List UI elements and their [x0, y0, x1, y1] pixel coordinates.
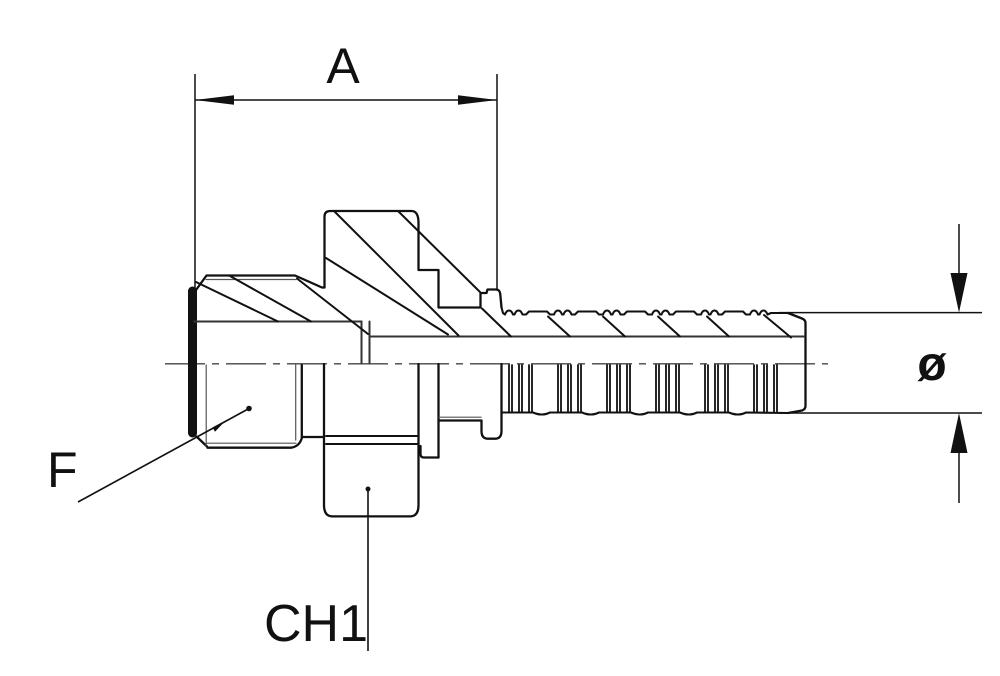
- arrow-left: [195, 95, 234, 105]
- hex-section-hatch: [325, 210, 481, 337]
- thread-top-outline: [194, 274, 326, 292]
- ch1-label: CH1: [264, 595, 368, 653]
- hex-bottom-outline: [322, 362, 420, 518]
- dim-a-label: A: [326, 38, 360, 94]
- dimension-a: [194, 74, 498, 289]
- tube-end-face: [786, 311, 807, 415]
- washer-bottom-outline: [419, 444, 440, 459]
- thread-bottom-outline: [206, 436, 303, 449]
- barb-section-hatch: [481, 307, 792, 339]
- barb-grooves: [508, 364, 778, 413]
- dimension-diameter: [779, 224, 982, 503]
- thread-bottom-chamfer: [195, 435, 209, 448]
- f-leader: [77, 405, 252, 503]
- ch1-leader: [365, 486, 371, 651]
- hose-tail-top-profile: [500, 306, 790, 316]
- hose-tail-bottom-profile: [500, 411, 790, 416]
- collar-bottom-outline: [480, 362, 503, 440]
- arrow-right: [458, 95, 497, 105]
- f-label: F: [47, 442, 78, 498]
- f-leader-arrow: [212, 420, 226, 432]
- arrow-up: [950, 413, 968, 453]
- hex-top-outline: [323, 209, 503, 309]
- thread-section-hatch: [195, 275, 369, 335]
- f-leader-dot: [246, 405, 252, 412]
- diameter-label: ø: [917, 338, 947, 391]
- fitting-upper-section: [188, 209, 807, 438]
- arrow-down: [950, 273, 968, 313]
- ch1-leader-dot: [365, 486, 371, 492]
- fitting-lower-view: [195, 362, 790, 518]
